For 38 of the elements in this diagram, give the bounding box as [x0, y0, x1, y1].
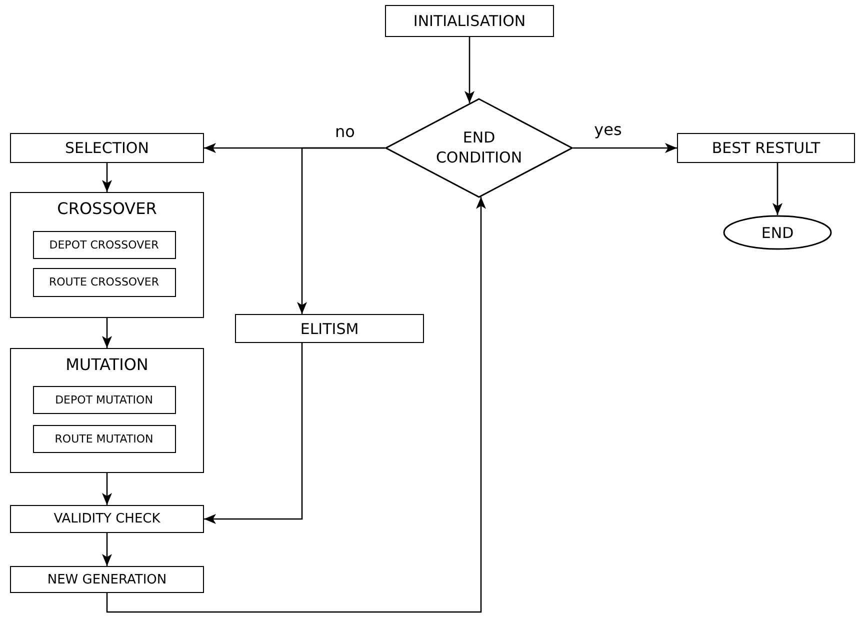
process-box: [677, 133, 855, 163]
process-box: [10, 566, 204, 593]
process-box: [32, 424, 176, 452]
node-label: NEW GENERATION: [46, 572, 168, 587]
arrow: [204, 343, 303, 524]
node-label: VALIDITY CHECK: [52, 512, 162, 526]
process-group-box: [10, 348, 204, 473]
node-label: END CONDITION: [434, 128, 524, 168]
arrow: [297, 147, 385, 314]
decision-diamond: [385, 98, 573, 198]
arrow: [102, 533, 112, 566]
node-label: ELITISM: [299, 320, 360, 338]
terminal-ellipse: [723, 215, 832, 250]
arrow: [772, 163, 782, 215]
process-box: [32, 386, 176, 414]
node-label: SELECTION: [64, 139, 150, 157]
arrow: [102, 163, 112, 192]
arrow: [106, 196, 486, 613]
arrow: [102, 473, 112, 505]
group-heading: MUTATION: [64, 355, 150, 374]
node-label: DEPOT CROSSOVER: [48, 238, 160, 251]
process-box: [32, 230, 176, 258]
group-heading: CROSSOVER: [56, 199, 158, 218]
node-label: ROUTE MUTATION: [54, 432, 154, 445]
arrow: [464, 37, 474, 104]
process-box: [385, 5, 554, 37]
node-label: INITIALISATION: [412, 12, 527, 30]
process-box: [235, 314, 424, 343]
process-box: [10, 133, 204, 163]
node-label: ROUTE CROSSOVER: [48, 276, 160, 288]
node-label: DEPOT MUTATION: [54, 393, 154, 406]
arrow: [102, 318, 112, 348]
node-label: END: [760, 224, 795, 242]
process-box: [32, 268, 176, 296]
arrow: [573, 143, 677, 153]
process-box: [10, 505, 204, 533]
node-label: BEST RESTULT: [710, 139, 822, 157]
process-group-box: [10, 192, 204, 318]
